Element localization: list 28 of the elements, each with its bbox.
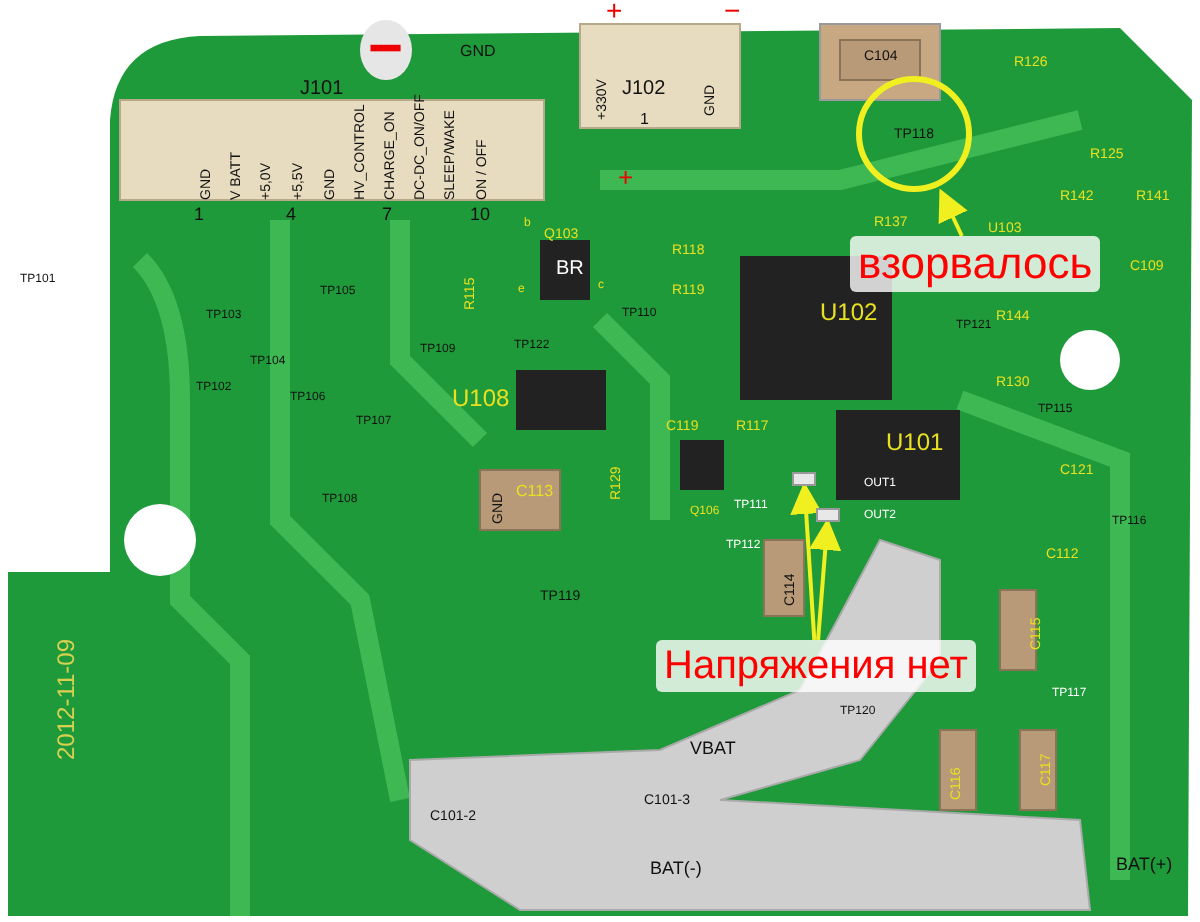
silkscreen-label: − <box>360 20 412 80</box>
arrow <box>809 518 842 641</box>
silkscreen-label: 10 <box>470 206 491 224</box>
silkscreen-label: − <box>724 0 741 24</box>
silkscreen-label: U101 <box>886 430 944 454</box>
silkscreen-label: 1 <box>640 112 649 128</box>
silkscreen-label: C113 <box>516 484 554 500</box>
silkscreen-label: 1 <box>194 206 205 224</box>
arrow <box>938 188 968 237</box>
silkscreen-label: 2012-11-09 <box>54 639 78 760</box>
silkscreen-label: GND <box>460 44 496 60</box>
silkscreen-label: 7 <box>382 206 393 224</box>
silkscreen-label: + <box>618 164 634 190</box>
silkscreen-label: BR <box>556 260 584 280</box>
silkscreen-label: J101 <box>300 80 344 100</box>
solder-pad <box>816 508 840 522</box>
arrow <box>790 482 823 641</box>
solder-pad <box>792 472 816 486</box>
silkscreen-label: U102 <box>820 300 878 324</box>
annotation-text: взорвалось <box>850 236 1101 292</box>
silkscreen-label: U108 <box>452 386 510 410</box>
silkscreen-label: BAT(+) <box>1116 856 1173 874</box>
silkscreen-label: VBAT <box>690 740 736 758</box>
annotation-text: Напряжения нет <box>656 640 976 692</box>
silkscreen-label: J102 <box>622 80 666 100</box>
silkscreen-label: + <box>606 0 623 24</box>
silkscreen-label: 4 <box>286 206 297 224</box>
silkscreen-label: BAT(-) <box>650 860 702 878</box>
